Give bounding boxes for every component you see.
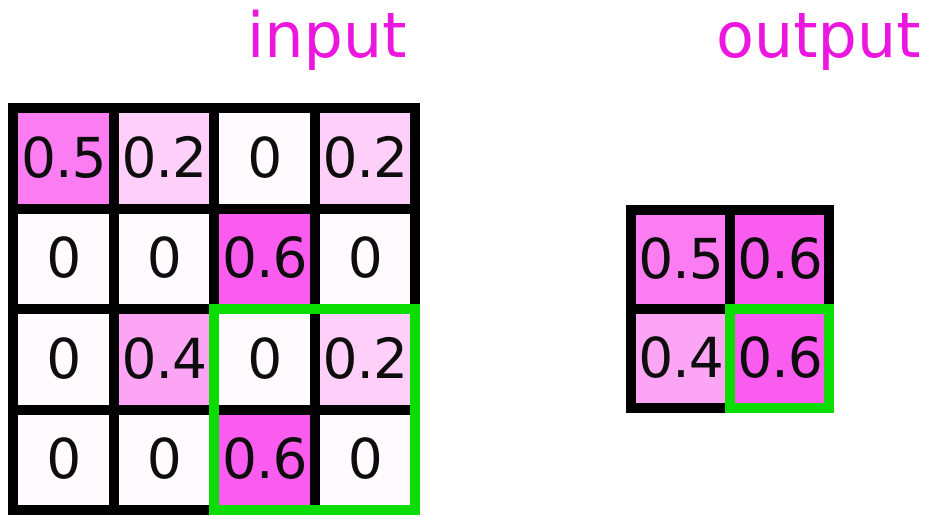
input-cell-r4c3: 0.6 (219, 414, 310, 505)
output-cell-r2c2: 0.6 (735, 314, 824, 403)
input-cell-r3c4: 0.2 (319, 314, 410, 405)
input-cell-r1c3: 0 (219, 113, 310, 204)
input-cell-r2c4: 0 (319, 213, 410, 304)
input-grid: 0.5 0.2 0 0.2 0 0 0.6 0 0 0.4 0 0.2 0 0 … (8, 103, 420, 515)
input-cell-r3c2: 0.4 (118, 314, 209, 405)
input-cell-r2c2: 0 (118, 213, 209, 304)
input-cell-r3c1: 0 (18, 314, 109, 405)
input-cell-r2c3: 0.6 (219, 213, 310, 304)
input-cell-r4c4: 0 (319, 414, 410, 505)
output-cell-r1c1: 0.5 (636, 215, 725, 304)
input-cell-r2c1: 0 (18, 213, 109, 304)
input-cell-r4c1: 0 (18, 414, 109, 505)
output-title: output (716, 0, 921, 72)
input-cell-r1c2: 0.2 (118, 113, 209, 204)
input-cell-r1c4: 0.2 (319, 113, 410, 204)
output-cell-r1c2: 0.6 (735, 215, 824, 304)
input-cell-r4c2: 0 (118, 414, 209, 505)
output-cell-r2c1: 0.4 (636, 314, 725, 403)
input-cell-r3c3: 0 (219, 314, 310, 405)
input-title: input (247, 0, 407, 72)
input-cell-r1c1: 0.5 (18, 113, 109, 204)
output-grid: 0.5 0.6 0.4 0.6 (626, 205, 834, 413)
